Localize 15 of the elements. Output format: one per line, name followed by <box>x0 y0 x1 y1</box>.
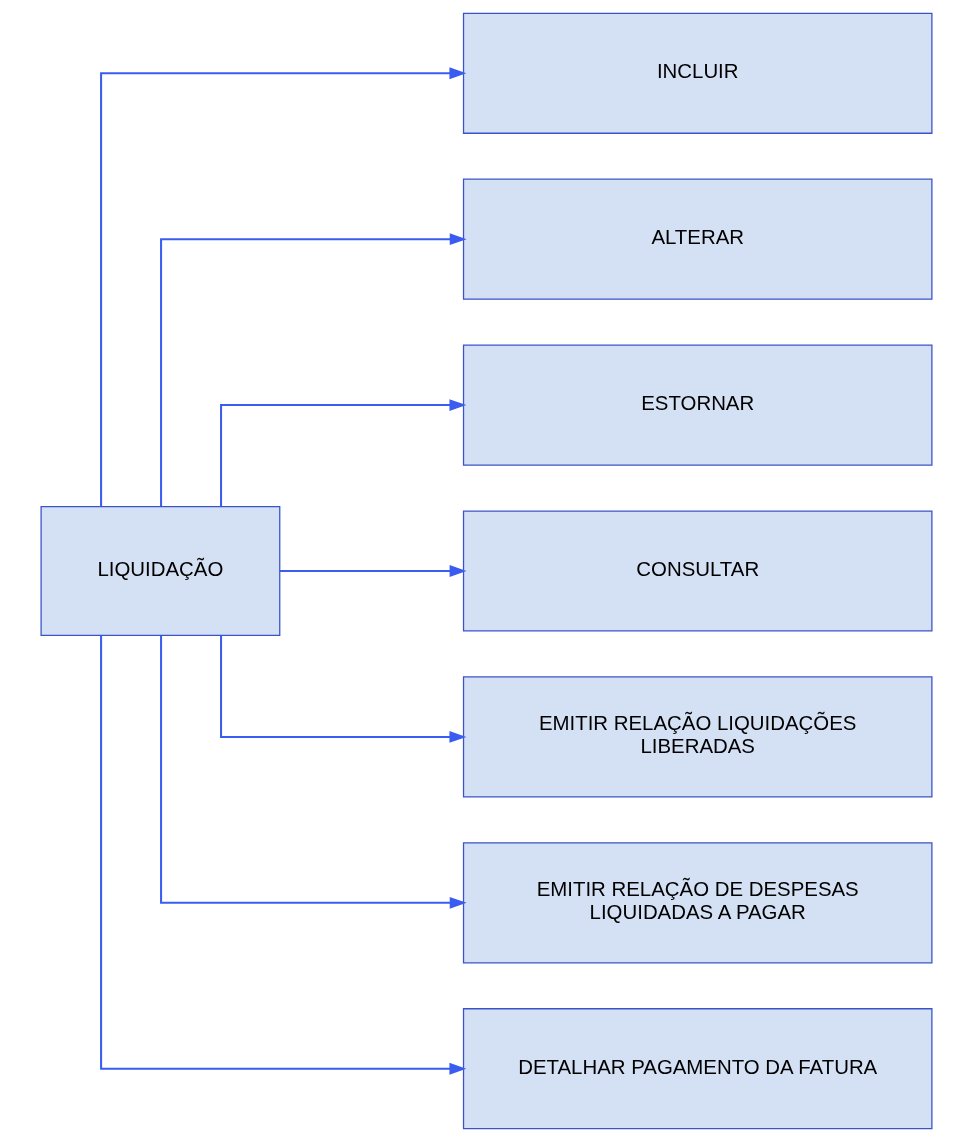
node-box: INCLUIR <box>462 12 933 134</box>
node-box: EMITIR RELAÇÃO DE DESPESAS LIQUIDADAS A PAGAR <box>462 842 933 964</box>
arrow <box>160 635 467 909</box>
node-box: CONSULTAR <box>462 510 933 632</box>
node-box: ALTERAR <box>462 178 933 300</box>
arrow <box>100 635 467 1075</box>
arrow <box>220 635 467 743</box>
arrow <box>160 233 467 507</box>
arrow <box>100 67 467 507</box>
arrow <box>280 565 467 577</box>
node-box: LIQUIDAÇÃO <box>40 505 281 637</box>
node-box: ESTORNAR <box>462 344 933 466</box>
node-box: EMITIR RELAÇÃO LIQUIDAÇÕES LIBERADAS <box>462 676 933 798</box>
arrow <box>220 399 467 507</box>
node-box: DETALHAR PAGAMENTO DA FATURA <box>462 1008 933 1130</box>
